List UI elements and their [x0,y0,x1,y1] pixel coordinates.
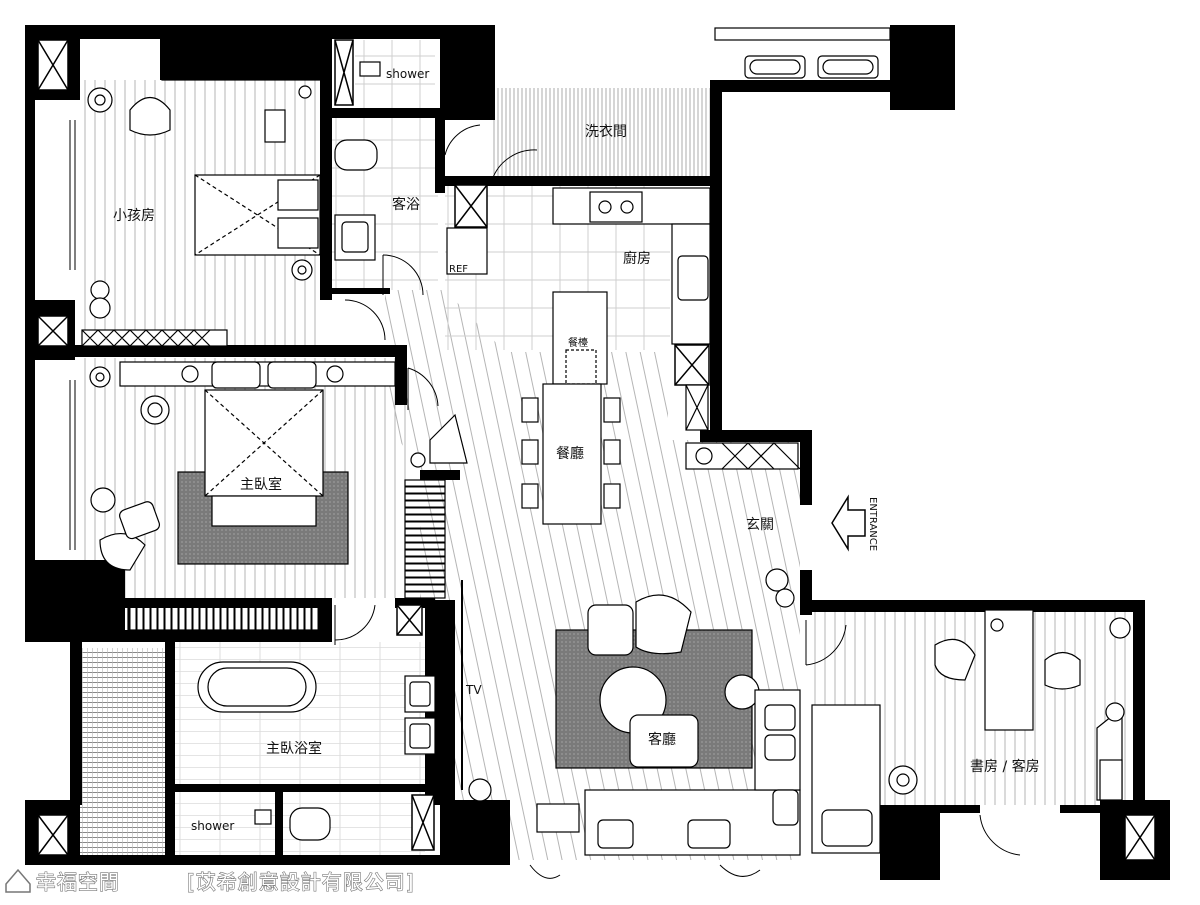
structural-columns [37,39,1156,861]
label-entrance: ENTRANCE [867,497,878,551]
room-labels: 小孩房 客浴 洗衣間 廚房 REF 餐檯 餐廳 主臥室 玄關 ENTRANCE … [113,67,1040,833]
label-kids-room: 小孩房 [113,208,155,224]
label-shower-top: shower [386,67,429,81]
label-shower-bottom: shower [191,819,234,833]
label-bar-counter: 餐檯 [568,336,588,349]
label-master-bedroom: 主臥室 [240,476,282,493]
label-foyer: 玄關 [746,516,774,533]
label-kitchen: 廚房 [623,250,651,267]
doors [69,120,1021,879]
watermark: 幸福空間 [苡希創意設計有限公司] [5,868,415,895]
label-guest-bath: 客浴 [392,196,420,213]
label-laundry: 洗衣間 [585,124,627,140]
entrance-arrow-icon [831,494,866,552]
label-refrigerator: REF [449,264,468,275]
watermark-brand: 幸福空間 [36,870,120,894]
label-study-guest: 書房 / 客房 [970,758,1040,775]
label-master-bath: 主臥浴室 [266,740,322,757]
label-dining: 餐廳 [556,445,584,462]
furniture [81,27,1131,856]
watermark-designer: [苡希創意設計有限公司] [187,870,415,894]
label-living-room: 客廳 [648,731,676,748]
house-logo-icon [5,868,31,893]
label-tv: TV [465,683,482,697]
